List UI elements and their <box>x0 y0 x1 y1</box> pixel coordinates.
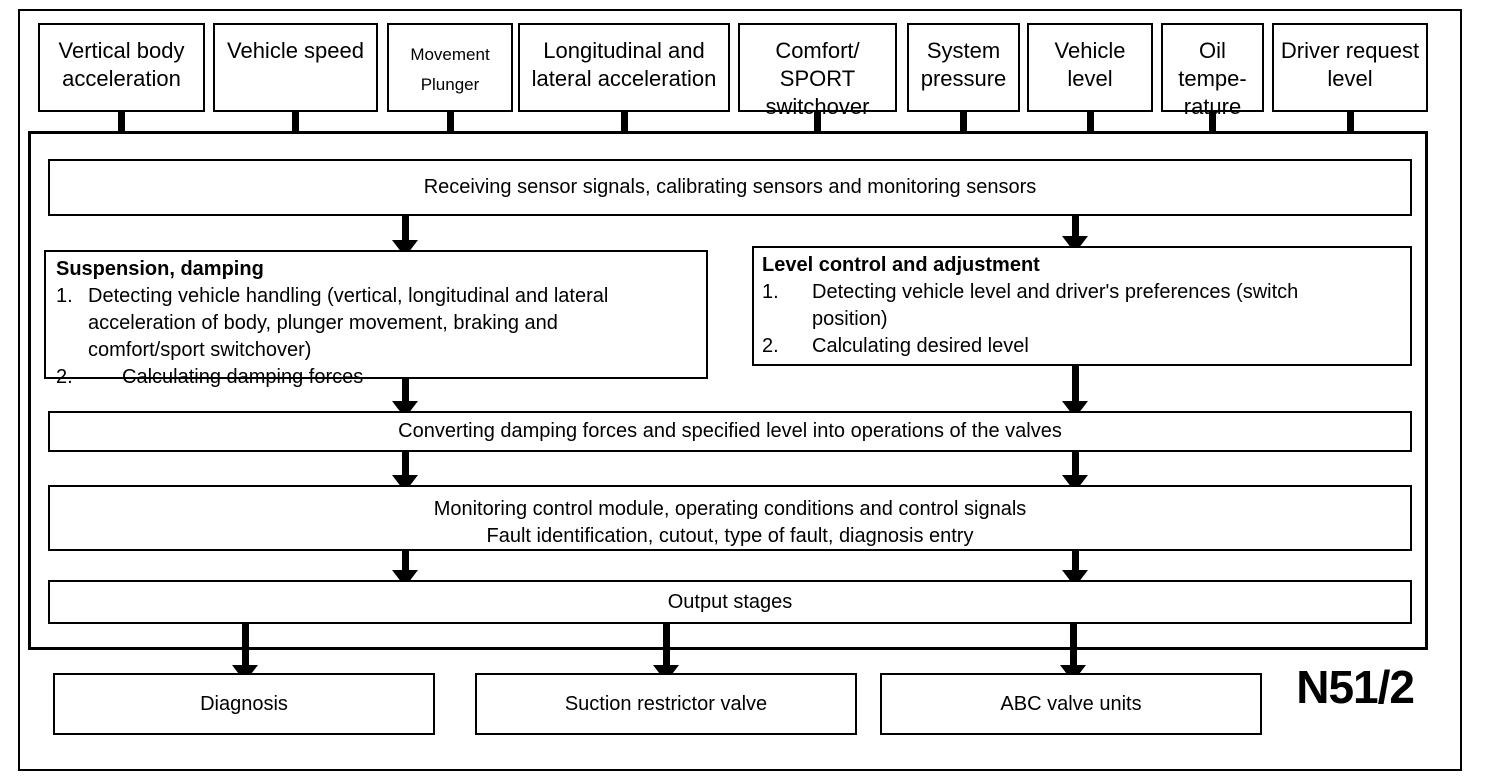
list-item: 1. Detecting vehicle level and driver's … <box>762 279 1400 333</box>
input-box-vehicle-level: Vehicle level <box>1027 23 1153 112</box>
list-item-number: 2. <box>56 366 73 388</box>
list-item-text: Detecting vehicle level and driver's pre… <box>812 281 1299 330</box>
output-box-label: Suction restrictor valve <box>564 692 768 715</box>
input-box-vertical-body-acceleration: Vertical body acceleration <box>38 23 205 112</box>
list-item-text: Calculating damping forces <box>122 366 364 388</box>
stage-converting: Converting damping forces and specified … <box>48 411 1412 452</box>
panel-suspension-damping: Suspension, damping 1. Detecting vehicle… <box>44 250 708 388</box>
diagram-outer-frame <box>18 9 1462 771</box>
stage-converting-label: Converting damping forces and specified … <box>398 420 1062 442</box>
panel-suspension-title: Suspension, damping <box>56 258 264 280</box>
module-designation-label: N51/2 <box>1296 661 1415 713</box>
stage-output-stages-label: Output stages <box>667 590 793 613</box>
input-box-system-pressure: System pressure <box>907 23 1020 112</box>
input-box-movement-plunger: Movement Plunger <box>387 23 513 112</box>
output-box-label: ABC valve units <box>1000 692 1142 715</box>
input-box-longitudinal-lateral-acceleration: Longitudinal and lateral acceleration <box>518 23 730 112</box>
stage-receiving-label: Receiving sensor signals, calibrating se… <box>423 176 1037 198</box>
input-box-driver-request-level: Driver request level <box>1272 23 1428 112</box>
output-box-abc-valve-units: ABC valve units <box>880 673 1262 735</box>
list-item-number: 1. <box>56 285 73 307</box>
output-box-label: Diagnosis <box>200 692 288 715</box>
list-item-text: Detecting vehicle handling (vertical, lo… <box>88 285 609 361</box>
input-box-comfort-sport-switchover: Comfort/ SPORT switchover <box>738 23 897 119</box>
list-item: 2. Calculating damping forces <box>56 364 696 391</box>
output-box-diagnosis: Diagnosis <box>53 673 435 735</box>
input-box-oil-temperature: Oil tempe- rature <box>1161 23 1264 119</box>
list-item: 2. Calculating desired level <box>762 333 1400 360</box>
list-item: 1. Detecting vehicle handling (vertical,… <box>56 283 696 364</box>
control-module-body <box>28 131 1428 650</box>
stage-monitoring: Monitoring control module, operating con… <box>48 485 1412 551</box>
panel-level-control-title: Level control and adjustment <box>762 254 1040 276</box>
panel-level-control: Level control and adjustment 1. Detectin… <box>752 246 1412 366</box>
list-item-number: 2. <box>762 335 779 357</box>
list-item-text: Calculating desired level <box>812 335 1029 357</box>
output-box-suction-restrictor-valve: Suction restrictor valve <box>475 673 857 735</box>
stage-receiving-sensors: Receiving sensor signals, calibrating se… <box>48 159 1412 216</box>
input-box-vehicle-speed: Vehicle speed <box>213 23 378 112</box>
stage-output-stages: Output stages <box>48 580 1412 624</box>
list-item-number: 1. <box>762 281 779 303</box>
